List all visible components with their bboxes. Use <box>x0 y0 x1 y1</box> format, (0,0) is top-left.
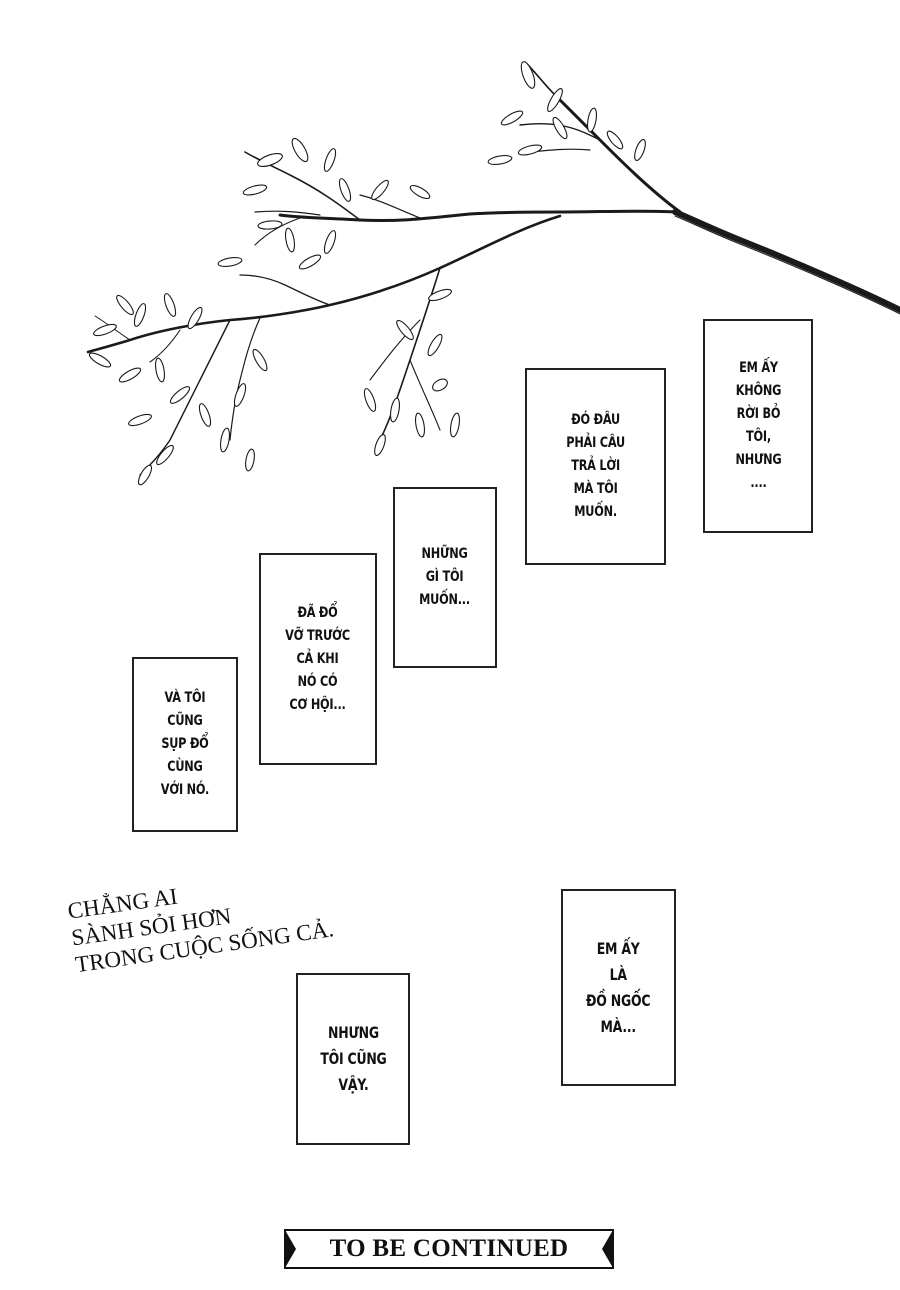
narration-text: ĐÓ ĐÂU PHẢI CÂU TRẢ LỜI MÀ TÔI MUỐN. <box>566 412 625 520</box>
narration-text: ĐÃ ĐỔ VỠ TRƯỚC CẢ KHI NÓ CÓ CƠ HỘI... <box>285 604 351 713</box>
banner-label: TO BE CONTINUED <box>329 1235 569 1262</box>
narration-text: EM ẤY LÀ ĐỒ NGỐC MÀ... <box>586 938 651 1036</box>
tree-branch-illustration <box>86 61 900 486</box>
narration-box-1: EM ẤY KHÔNG RỜI BỎ TÔI, NHƯNG .... <box>703 319 813 533</box>
narration-box-4: ĐÃ ĐỔ VỠ TRƯỚC CẢ KHI NÓ CÓ CƠ HỘI... <box>259 553 377 765</box>
narration-text: NHỮNG GÌ TÔI MUỐN... <box>419 546 471 608</box>
slanted-caption: CHẲNG AI SÀNH SỎI HƠN TRONG CUỘC SỐNG CẢ… <box>66 862 335 978</box>
narration-box-5: VÀ TÔI CŨNG SỤP ĐỔ CÙNG VỚI NÓ. <box>132 657 238 832</box>
banner-ribbon-icon <box>284 1229 614 1269</box>
narration-box-6: EM ẤY LÀ ĐỒ NGỐC MÀ... <box>561 889 676 1086</box>
narration-box-2: ĐÓ ĐÂU PHẢI CÂU TRẢ LỜI MÀ TÔI MUỐN. <box>525 368 666 565</box>
narration-box-3: NHỮNG GÌ TÔI MUỐN... <box>393 487 497 668</box>
to-be-continued-banner: TO BE CONTINUED <box>284 1229 614 1269</box>
narration-text: VÀ TÔI CŨNG SỤP ĐỔ CÙNG VỚI NÓ. <box>160 690 210 798</box>
narration-text: EM ẤY KHÔNG RỜI BỎ TÔI, NHƯNG .... <box>735 360 781 491</box>
narration-text: NHƯNG TÔI CŨNG VẬY. <box>319 1023 387 1094</box>
narration-box-7: NHƯNG TÔI CŨNG VẬY. <box>296 973 410 1145</box>
